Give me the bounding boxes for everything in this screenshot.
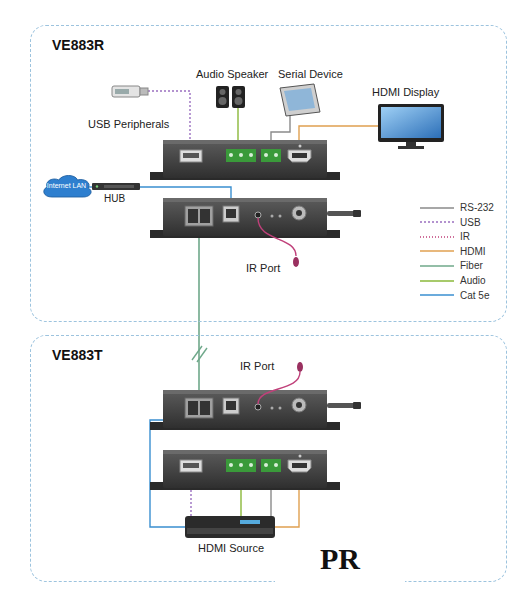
- legend-text: Audio: [460, 275, 486, 286]
- serial-device-icon: [284, 88, 315, 111]
- region-panel: VE883R Internet LAN: [30, 25, 507, 322]
- break-mark: [197, 348, 207, 362]
- legend-text: IR: [460, 231, 470, 242]
- ir-receiver-head: [293, 257, 303, 372]
- watermark: PR: [275, 532, 405, 597]
- fiber-connector: [198, 322, 200, 335]
- legend-sample: [420, 262, 454, 270]
- hub-icon: [104, 185, 134, 188]
- legend-row: Cat 5e: [420, 290, 489, 301]
- serial-device-icon: [280, 84, 320, 116]
- legend-text: USB: [460, 217, 481, 228]
- region-heading: VE883R: [31, 26, 104, 53]
- monitor-icon: [398, 146, 424, 149]
- monitor-icon: [381, 107, 441, 138]
- legend-sample: [420, 247, 454, 255]
- device-label: IR Port: [246, 262, 280, 275]
- device-label: HDMI Source: [198, 542, 264, 555]
- monitor-icon: [378, 104, 444, 149]
- serial-device-icon: [280, 84, 320, 116]
- monitor-icon: [378, 104, 444, 142]
- hdmi-source-icon: [187, 528, 273, 534]
- legend-sample: [420, 233, 454, 241]
- legend-row: IR: [420, 231, 470, 242]
- speaker-icon: [216, 86, 245, 108]
- usb-stick-icon: [112, 86, 148, 97]
- device-label: IR Port: [240, 360, 274, 373]
- hub-icon: [92, 183, 140, 190]
- audio-wire: [240, 490, 241, 516]
- device-label: Serial Device: [278, 68, 343, 81]
- usb-stick-icon: [112, 86, 140, 97]
- region-heading: VE883T: [31, 336, 103, 363]
- region-panel: VE883T: [30, 335, 507, 582]
- device-label: HUB: [104, 193, 125, 205]
- ir-receiver-head: [297, 362, 303, 372]
- legend-sample: [420, 294, 454, 296]
- legend-text: Fiber: [460, 260, 483, 271]
- cloud-node: Internet LAN: [40, 173, 94, 199]
- monitor-icon: [406, 142, 416, 146]
- hdmi-wire: [275, 490, 299, 527]
- ir-receiver-cable: [258, 218, 300, 404]
- legend-row: Audio: [420, 275, 486, 286]
- speaker-icon: [235, 97, 243, 105]
- fiber-wire: [198, 226, 200, 322]
- legend-row: USB: [420, 217, 481, 228]
- rs232-wire: [270, 490, 271, 516]
- speaker-icon: [232, 86, 245, 108]
- usb-stick-icon: [140, 88, 148, 95]
- cloud-label: Internet LAN: [41, 182, 92, 189]
- legend-sample: [420, 277, 454, 285]
- device-label: USB Peripherals: [88, 118, 169, 131]
- transmitter-front: [150, 450, 340, 490]
- hdmi-source-icon: [185, 516, 275, 538]
- legend-sample: [420, 207, 454, 209]
- legend-sample: [420, 280, 454, 282]
- legend-sample: [420, 221, 454, 223]
- usb-stick-icon: [115, 89, 129, 94]
- legend-sample: [420, 204, 454, 212]
- speaker-icon: [236, 89, 242, 95]
- device-label: HDMI Display: [372, 86, 439, 99]
- legend-row: Fiber: [420, 260, 483, 271]
- break-mark: [192, 346, 207, 362]
- receiver-front: [150, 140, 340, 180]
- speaker-icon: [220, 89, 226, 95]
- ir-receiver-cable: [258, 218, 296, 256]
- legend-row: RS-232: [420, 202, 494, 213]
- transmitter-rear: [150, 390, 361, 430]
- legend-sample: [420, 265, 454, 267]
- speaker-icon: [219, 97, 227, 105]
- legend-text: HDMI: [460, 246, 486, 257]
- legend-text: Cat 5e: [460, 290, 489, 301]
- ir-receiver-head: [293, 257, 299, 267]
- speaker-icon: [216, 86, 229, 108]
- legend-sample: [420, 291, 454, 299]
- legend-sample: [420, 218, 454, 226]
- hub-icon: [96, 185, 98, 187]
- receiver-rear: [150, 198, 361, 238]
- signal-wires: [86, 91, 378, 527]
- hdmi-source-icon: [185, 516, 275, 538]
- hdmi-source-icon: [240, 520, 260, 524]
- legend-row: HDMI: [420, 246, 486, 257]
- fiber-wire: [198, 335, 200, 398]
- ir-receiver-cable: [258, 372, 300, 404]
- device-label: Audio Speaker: [196, 68, 268, 81]
- hub-icon: [92, 183, 140, 190]
- legend-text: RS-232: [460, 202, 494, 213]
- legend-sample: [420, 236, 454, 238]
- legend-sample: [420, 250, 454, 252]
- usb-wire: [190, 490, 191, 516]
